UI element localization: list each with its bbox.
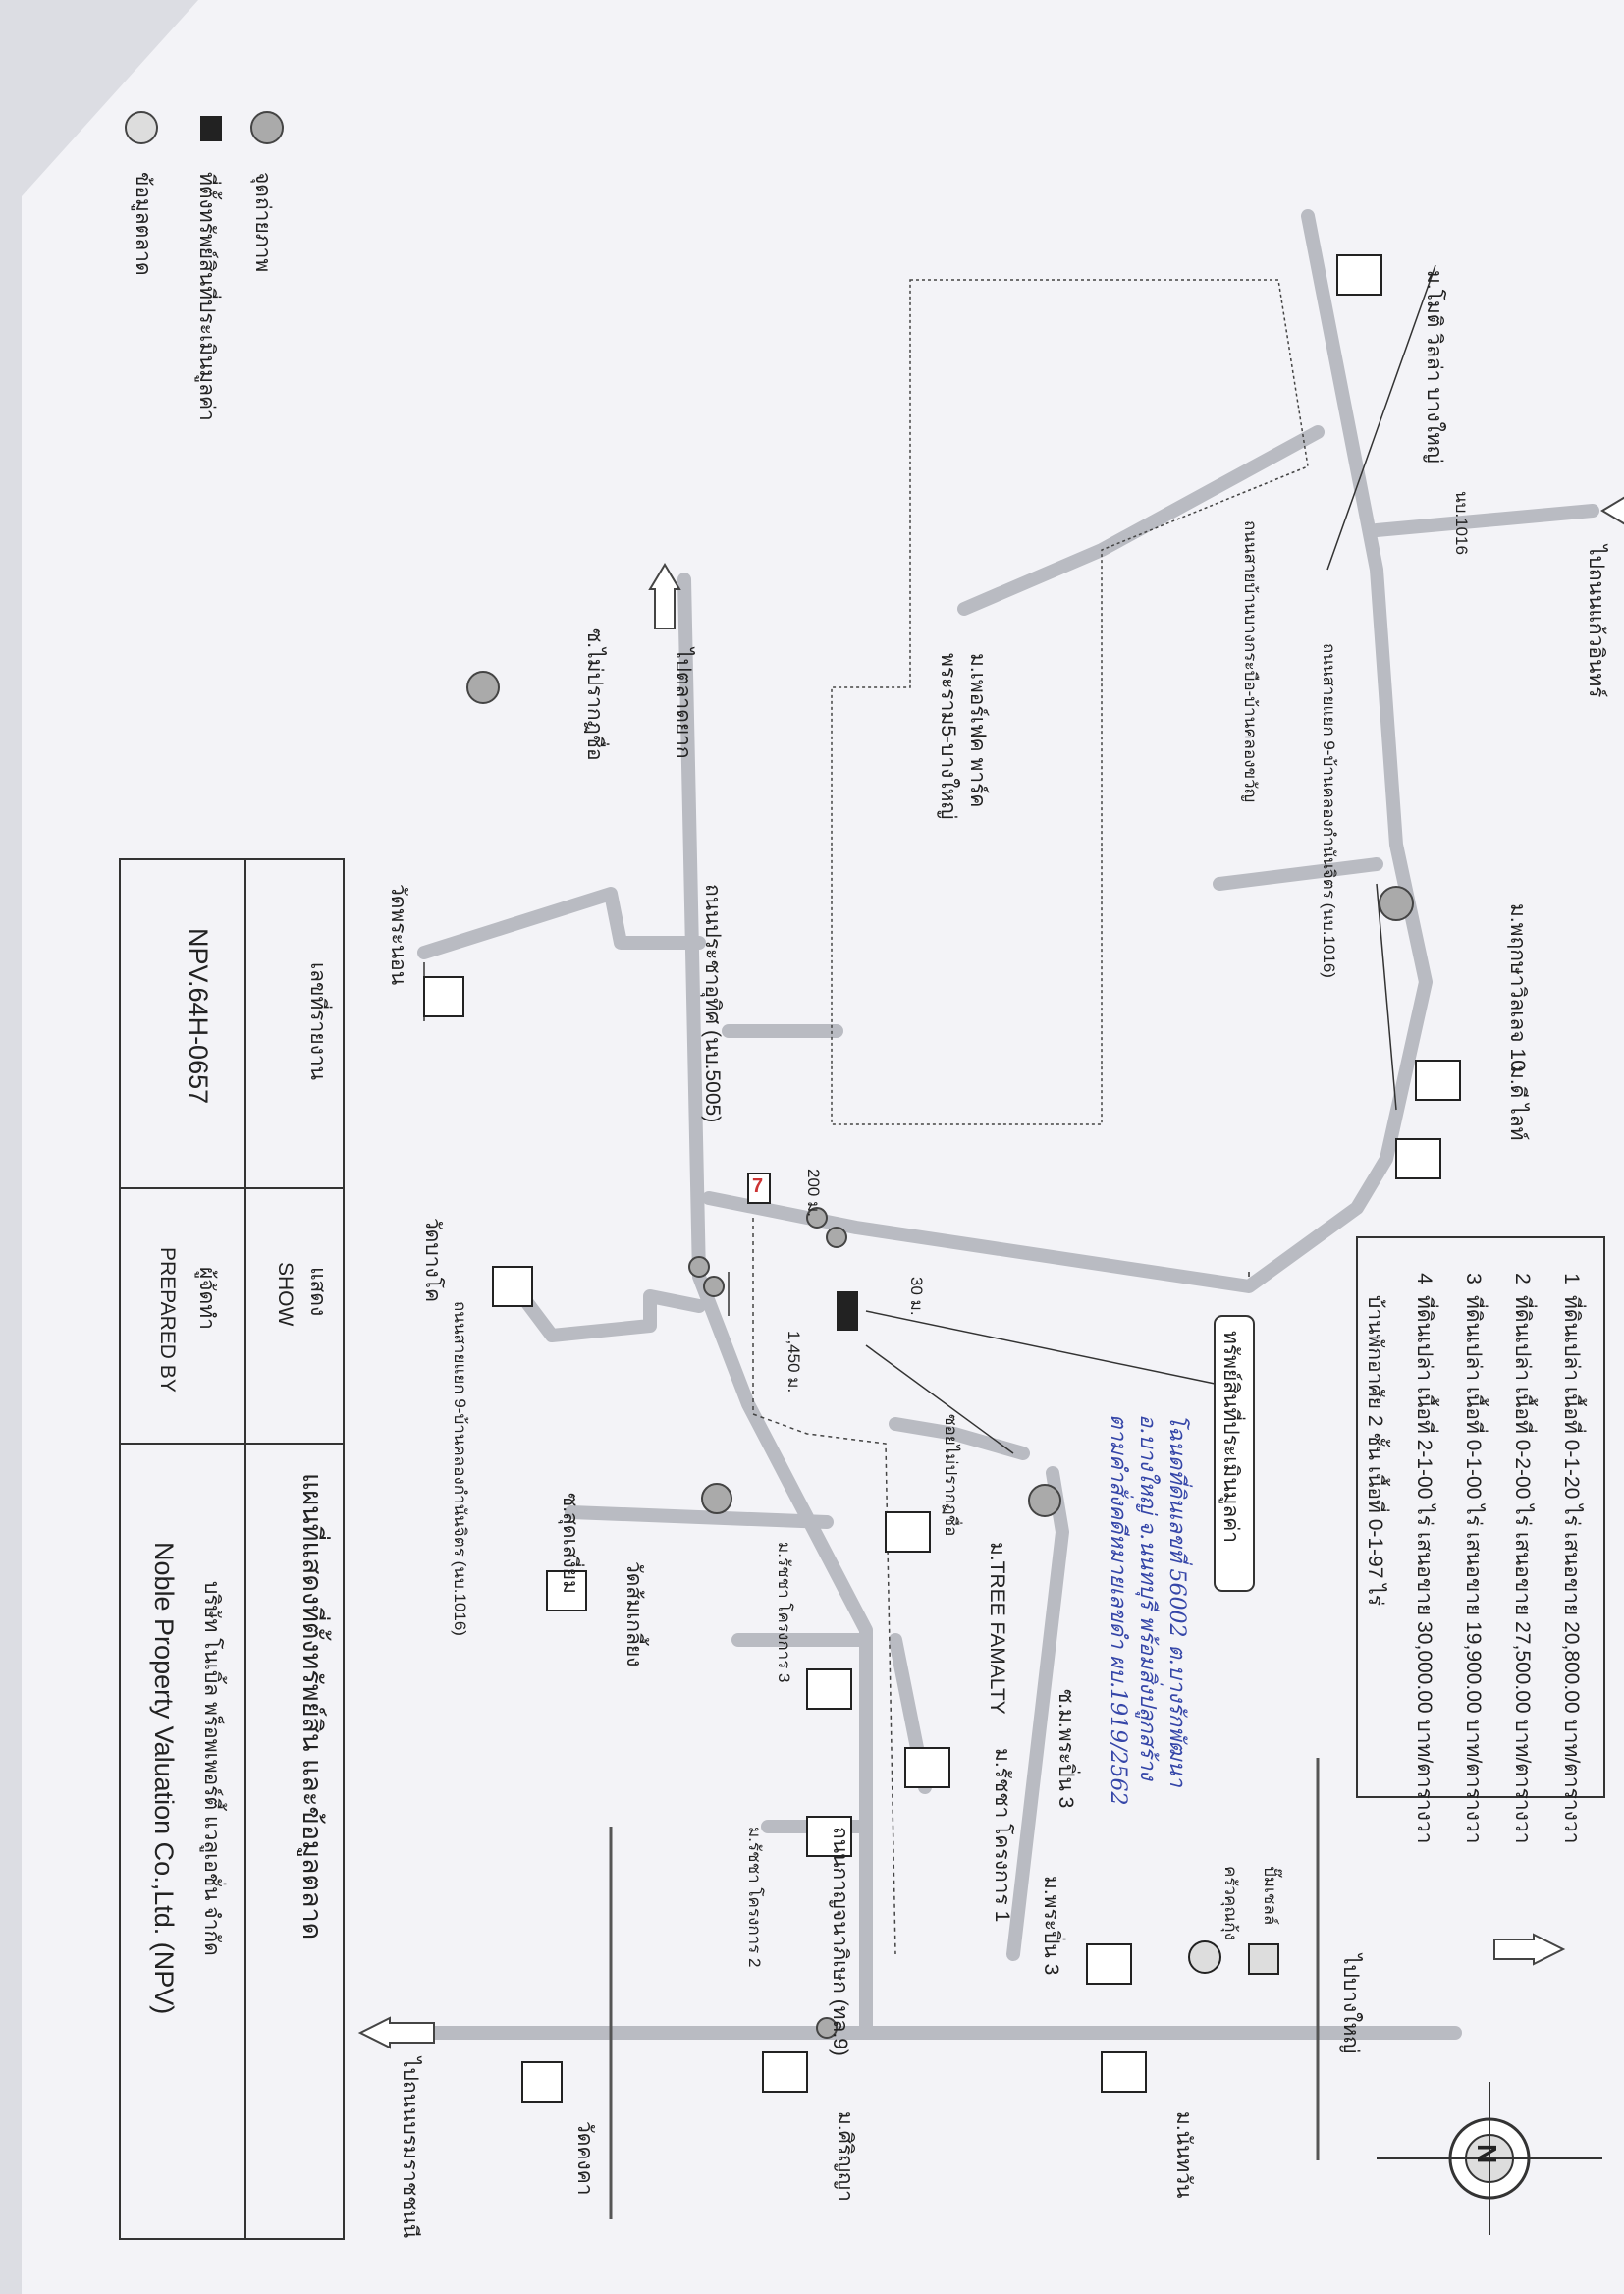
- subject-label-frame: [1214, 1315, 1255, 1592]
- compass-n: N: [1472, 2144, 1502, 2164]
- road-bangkrue-label: ถนนสายบ้านบางกระบือ-บ้านคลองขวัญ: [1241, 520, 1260, 803]
- place-mote-villa: ม.โมติ วิลล่า บางใหญ่: [1423, 270, 1445, 464]
- folded-corner: [22, 0, 198, 196]
- to-talad-yai-label: ไปตลาดยาก: [672, 648, 694, 759]
- seven-eleven: [747, 1173, 771, 1204]
- report-no-label: เลขที่รายงาน: [306, 962, 329, 1081]
- soi-unnamed-3-label: ซ.ไม่ปรากฏชื่อ: [583, 628, 606, 761]
- road-prachautit: [677, 573, 873, 2040]
- place-wat-phra-ngam: วัดพระนอน: [387, 884, 409, 986]
- place-tree-family: ม.TREE FAMALTY: [986, 1542, 1008, 1715]
- road-soi-unnamed: [889, 1417, 1030, 1460]
- to-kaew-in-label: ไปถนนแก้วอินทร์: [1585, 545, 1607, 698]
- market-legend-text: บ้านพักอาศัย 2 ชั้น เนื้อที่ 0-1-97 ไร่: [1364, 1295, 1386, 1607]
- market-legend-text: ที่ดินเปล่า เนื้อที่ 0-1-20 ไร่ เสนอขาย …: [1560, 1295, 1583, 1844]
- place-wat-khong-khla: วัดคงคา: [573, 2121, 596, 2196]
- company-en: Noble Property Valuation Co.,Ltd. (NPV): [149, 1542, 179, 2015]
- dist-30: 30 ม.: [907, 1277, 926, 1316]
- place-d-light: ม.ดี ไลท์: [1506, 1065, 1529, 1141]
- symbols-legend-icons: [125, 111, 284, 144]
- company-th: บริษัท โนเบิ้ล พร็อพเพอร์ตี้ แวลูเอชั่น …: [200, 1581, 223, 1956]
- handwritten-line-2: อ.บางใหญ่ จ.นนทบุรี พร้อมสิ่งปลูกสร้าง: [1135, 1414, 1160, 1780]
- road-1016-bottom-label: ถนนสายแยก 9-บ้านคลองกำนันจิตร (นบ.1016): [451, 1301, 469, 1636]
- soi-unnamed-label: ซอยไม่ปรากฏชื่อ: [942, 1414, 960, 1537]
- place-pruksa10: ม.พฤกษาวิลเลจ 10: [1506, 903, 1529, 1071]
- show-en: SHOW: [274, 1262, 297, 1327]
- legend-market-data: ข้อมูลตลาด: [132, 172, 154, 276]
- road-prachautit-label: ถนนประชาอุทิศ (นบ.5005): [701, 884, 724, 1123]
- house-icons: [423, 254, 1461, 2103]
- place-pruksa-3b: ซ.ม.พระปิ่น 3: [1055, 1689, 1077, 1809]
- road-nb1016-east: [1370, 504, 1599, 537]
- seven-eleven-label: 7: [752, 1175, 764, 1197]
- place-nanthawan: ม.นันทวัน: [1172, 2111, 1195, 2199]
- dist-1450: 1,450 ม.: [785, 1331, 803, 1393]
- market-legend-row: 4 ที่ดินเปล่า เนื้อที่ 2-1-00 ไร่ เสนอขาย…: [1408, 1262, 1440, 1844]
- market-legend-row: 3 ที่ดินเปล่า เนื้อที่ 0-1-00 ไร่ เสนอขาย…: [1457, 1262, 1489, 1844]
- handwritten-line-3: ตามคำสั่งคดีหมายเลขดำ ผบ.1919/2562: [1106, 1414, 1130, 1806]
- dist-200: 200 ม.: [804, 1169, 823, 1218]
- prepared-en: PREPARED BY: [156, 1247, 179, 1393]
- highway-edges: [609, 1758, 1320, 2219]
- road-1016-top-label: ถนนสายแยก 9-บ้านคลองกำนันจิตร (นบ.1016): [1320, 643, 1338, 978]
- to-bang-yai-label: ไปบางใหญ่: [1339, 1954, 1362, 2054]
- road-pruksa10: [1213, 857, 1383, 891]
- market-legend-frame: [1356, 1236, 1605, 1798]
- soi-sutsengiam-label: ซ.สุดเสงี่ยม: [559, 1493, 581, 1594]
- road-wat-bang-kho: [515, 1289, 706, 1342]
- road-arrows: [357, 496, 1624, 2049]
- market-legend-number: 4: [1413, 1273, 1435, 1284]
- place-wat-som-kliang: วัดส้มเกลี้ยง: [623, 1561, 645, 1667]
- map-title: แผนที่แสดงที่ตั้งทรัพย์สิน และข้อมูลตลาด: [298, 1473, 327, 1940]
- road-kanchanapisek-label: ถนนกาญจนาภิเษก (ทล.9): [829, 1827, 851, 2056]
- road-wat-phra-ngam: [417, 887, 706, 959]
- compass-rose: [1377, 2082, 1602, 2235]
- place-pruksa-3: ม.พระปิ่น 3: [1040, 1876, 1062, 1976]
- legend-subject-location: ที่ตั้งทรัพย์สินที่ประเมินมูลค่า: [195, 172, 218, 421]
- market-legend-number: 1: [1560, 1273, 1583, 1284]
- place-ratcha-2: ม.รัชชา โครงการ 2: [745, 1827, 764, 1968]
- subject-label: ทรัพย์สินที่ประเมินมูลค่า: [1219, 1331, 1242, 1544]
- market-legend-row: บ้านพักอาศัย 2 ชั้น เนื้อที่ 0-1-97 ไร่: [1359, 1262, 1391, 1606]
- to-borommaratchachonnani-label: ไปถนนบรมราชชนนี: [399, 2057, 421, 2239]
- market-legend-text: ที่ดินเปล่า เนื้อที่ 0-2-00 ไร่ เสนอขาย …: [1511, 1295, 1534, 1844]
- map-sheet: แผนที่แสดงที่ตั้งทรัพย์สิน และข้อมูลตลาด…: [22, 0, 1624, 2294]
- subject-marker: [837, 1291, 858, 1331]
- restaurant-icon: [1188, 1940, 1221, 1974]
- shell-icon: [1248, 1943, 1279, 1975]
- place-perfect-park: ม.เพอร์เฟค พาร์ค: [966, 653, 989, 808]
- legend-photo-point: จุดถ่ายภาพ: [251, 172, 274, 273]
- road-1016: [702, 209, 1433, 1293]
- market-legend-text: ที่ดินเปล่า เนื้อที่ 0-1-00 ไร่ เสนอขาย …: [1462, 1295, 1485, 1844]
- handwritten-line-1: โฉนดที่ดินเลขที่ 56002 ต.บางรักพัฒนา: [1164, 1414, 1189, 1787]
- place-sirinya: ม.ศิริญญา: [834, 2111, 856, 2202]
- place-ratcha-3: ม.รัชชา โครงการ 3: [775, 1542, 793, 1683]
- market-legend-row: 1 ที่ดินเปล่า เนื้อที่ 0-1-20 ไร่ เสนอขาย…: [1555, 1262, 1588, 1844]
- place-pump: ปั๊มเชลล์: [1261, 1866, 1279, 1926]
- show-th: แสดง: [306, 1267, 329, 1317]
- report-no: NPV.64H-0657: [184, 928, 213, 1105]
- route-dashed: [752, 1218, 896, 1955]
- place-kuay-jab: ครัวคุณกุ้ง: [1221, 1866, 1240, 1940]
- nb1016-label: นบ.1016: [1452, 491, 1471, 555]
- market-legend-row: 2 ที่ดินเปล่า เนื้อที่ 0-2-00 ไร่ เสนอขาย…: [1506, 1262, 1539, 1844]
- market-legend-number: 3: [1462, 1273, 1485, 1284]
- map-drawing: [119, 111, 1624, 2240]
- project-boundary: [831, 279, 1309, 1125]
- prepared-th: ผู้จัดทำ: [195, 1267, 218, 1330]
- place-ratcha-1: ม.รัชชา โครงการ 1: [991, 1748, 1013, 1923]
- market-legend-number: 2: [1511, 1273, 1534, 1284]
- road-network: [368, 209, 1599, 2040]
- place-perfect-park-2: พระราม5-บางใหญ่: [937, 653, 959, 820]
- road-sutsengiam: [565, 1505, 834, 1529]
- market-legend-text: ที่ดินเปล่า เนื้อที่ 2-1-00 ไร่ เสนอขาย …: [1413, 1295, 1435, 1844]
- title-block-frame: [119, 858, 345, 2240]
- road-bangkrue: [957, 425, 1325, 616]
- market-circles: [466, 671, 1414, 2039]
- place-wat-bang-kho: วัดบางโค: [421, 1218, 444, 1303]
